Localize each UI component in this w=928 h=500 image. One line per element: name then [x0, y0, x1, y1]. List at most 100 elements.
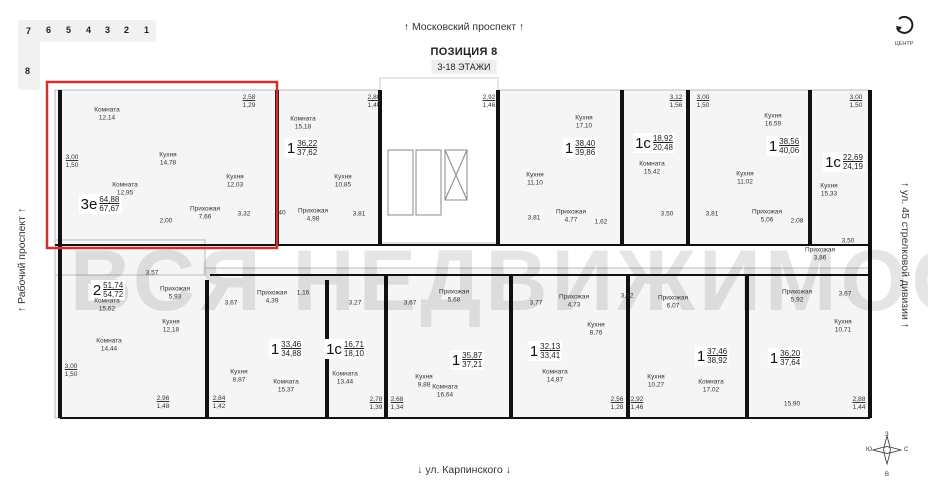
label-text: 3,57 — [145, 269, 159, 277]
section-3[interactable]: 3 — [105, 25, 111, 35]
recenter-icon — [896, 15, 914, 34]
label-text: 3,81 — [705, 210, 719, 218]
area-living: 38,40 — [575, 139, 596, 148]
label-text: 3,12 — [669, 94, 683, 101]
room-label: 3,67 — [404, 299, 417, 307]
section-8[interactable]: 8 — [25, 66, 31, 76]
label-text: Кухня — [820, 182, 838, 190]
room-label: 3,50 — [842, 237, 855, 245]
label-text: 12,03 — [226, 181, 244, 188]
room-label: 3,81 — [353, 210, 366, 218]
label-text: Кухня — [587, 321, 605, 329]
section-6[interactable]: 6 — [46, 25, 52, 35]
apartment-type: 2 — [92, 281, 102, 299]
label-text: Комната — [698, 378, 724, 386]
area-total: 18,10 — [343, 349, 364, 358]
label-text: 1,56 — [669, 102, 683, 109]
street-top-label: ↑ Московский проспект ↑ — [403, 21, 525, 33]
label-text: 1,29 — [242, 102, 256, 109]
area-living: 18,92 — [652, 134, 673, 143]
section-7[interactable]: 7 — [26, 26, 32, 36]
label-text: Прихожая — [555, 208, 587, 216]
label-text: 2,00 — [159, 217, 173, 225]
apartment-type: 1 — [451, 351, 461, 369]
label-text: Кухня — [334, 173, 352, 181]
room-label: 3,67 — [839, 290, 852, 298]
label-text: 4,39 — [265, 297, 279, 304]
area-total: 39,86 — [575, 148, 596, 157]
label-text: 3,27 — [348, 299, 362, 307]
apartment-type: 1 — [564, 139, 574, 157]
area-total: 37,21 — [462, 360, 483, 369]
area-living: 16,71 — [343, 340, 364, 349]
area-total: 38,92 — [707, 356, 728, 365]
label-text: 17,02 — [702, 386, 720, 393]
label-text: 7,66 — [198, 213, 212, 220]
label-text: 15,37 — [277, 386, 295, 393]
label-text: 3,92 — [620, 292, 634, 300]
room-label: 3,81 — [528, 214, 541, 222]
street-bottom-label: ↓ ул. Карпинского ↓ — [417, 464, 511, 476]
section-4[interactable]: 4 — [86, 25, 92, 35]
section-2[interactable]: 2 — [124, 25, 130, 35]
area-total: 40,06 — [779, 146, 800, 155]
label-text: 17,10 — [575, 122, 593, 129]
apartment-type: 1с — [326, 340, 342, 358]
room-label: 3,50 — [661, 210, 674, 218]
label-text: 1,34 — [390, 404, 404, 411]
label-text: 1,42 — [212, 403, 226, 410]
label-text: 2,78 — [369, 396, 383, 403]
section-1[interactable]: 1 — [144, 25, 150, 35]
compass-west: Ю — [866, 447, 873, 453]
label-text: 3,67 — [403, 299, 417, 307]
label-text: Комната — [332, 370, 358, 378]
section-5[interactable]: 5 — [66, 25, 72, 35]
center-label: ЦЕНТР — [894, 41, 914, 47]
label-text: 1,48 — [156, 403, 170, 410]
label-text: 16,64 — [436, 391, 454, 398]
label-text: 1,16 — [296, 289, 310, 297]
center-button[interactable]: ЦЕНТР — [891, 14, 917, 47]
label-text: Прихожая — [804, 246, 836, 254]
label-text: 1,28 — [610, 404, 624, 411]
section-selector — [18, 20, 156, 42]
label-text: Кухня — [415, 373, 433, 381]
room-label: 1,16 — [297, 289, 310, 297]
label-text: 3,50 — [841, 237, 855, 245]
label-text: 1,50 — [64, 371, 78, 378]
label-text: 16,59 — [764, 120, 782, 127]
area-total: 20,48 — [652, 143, 673, 152]
room-label: 3,57 — [146, 269, 159, 277]
area-total: 37,64 — [780, 358, 801, 367]
